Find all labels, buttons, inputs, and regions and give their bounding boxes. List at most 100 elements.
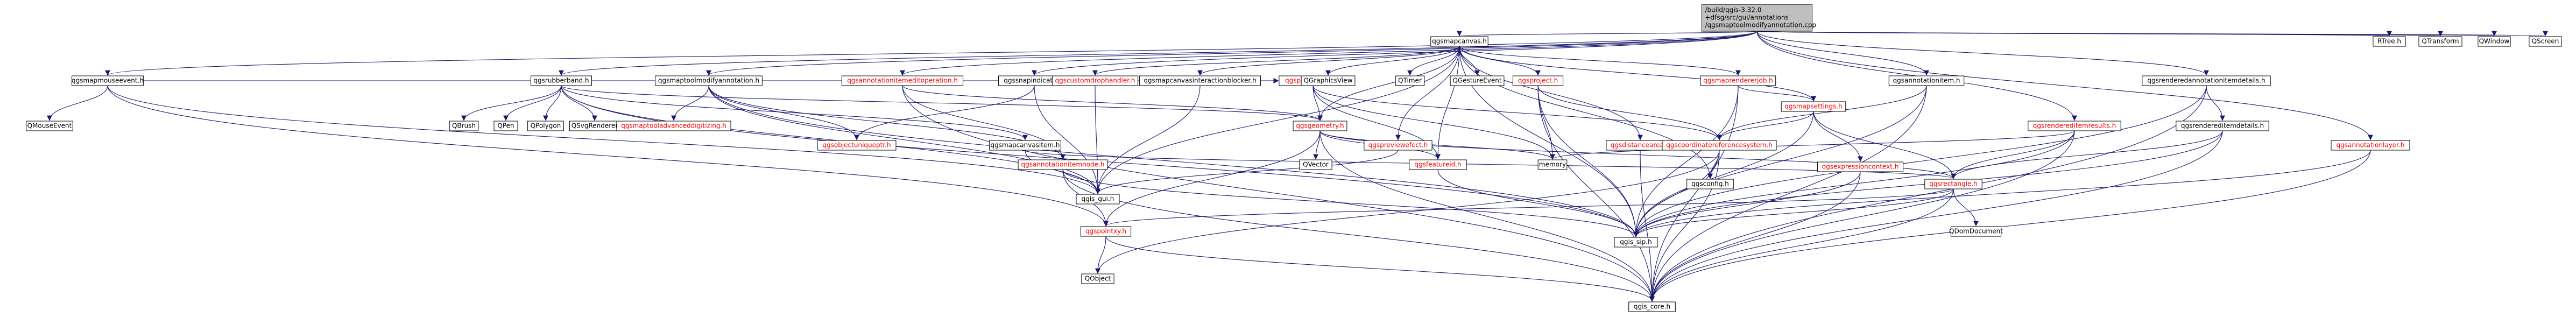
node-qgsgeometry[interactable]: qgsgeometry.h: [1293, 121, 1347, 131]
node-qgsproject[interactable]: qgsproject.h: [1512, 75, 1564, 86]
edge-qgssnapindicator-to-qgis_gui: [1034, 85, 1100, 194]
node-qdomdocument[interactable]: QDomDocument: [1949, 226, 2003, 237]
node-qobject[interactable]: QObject: [1081, 273, 1114, 284]
node-label: qgsmapcanvasinteractionblocker.h: [1144, 77, 1256, 84]
node-qwindow[interactable]: QWindow: [2478, 36, 2511, 47]
edge-qgsannotationitem-to-qgis_sip: [1633, 85, 1927, 237]
node-qgsrectangle[interactable]: qgsrectangle.h: [1924, 179, 1982, 189]
node-label: qgscustomdrophandler.h: [1055, 77, 1135, 84]
node-qscreen[interactable]: QScreen: [2529, 36, 2562, 47]
node-memory[interactable]: memory: [1537, 159, 1568, 170]
node-label: QDomDocument: [1949, 228, 2003, 235]
node-box: [1700, 75, 1776, 86]
node-box: [616, 121, 731, 131]
edge-qgsrendereditemresults-to-memory: [1550, 130, 2075, 160]
node-qgsmapcanvas[interactable]: qgsmapcanvas.h: [1430, 36, 1488, 47]
node-qgsmaprendererjob[interactable]: qgsmaprendererjob.h: [1700, 75, 1776, 86]
edge-root-to-qgsmapmouseevent: [105, 31, 1758, 76]
node-label: qgsannotationitemnode.h: [1021, 161, 1105, 168]
node-qgsmapcanvasinteractionblocker[interactable]: qgsmapcanvasinteractionblocker.h: [1139, 75, 1261, 86]
node-qbrush[interactable]: QBrush: [449, 121, 479, 131]
node-box: [531, 75, 592, 86]
node-qgsmaptoolmodifyannotation[interactable]: qgsmaptoolmodifyannotation.h: [655, 75, 763, 86]
edge-qgspointxy-to-qobject: [1095, 236, 1106, 274]
edge-qgsrendereditemdetails-to-qgis_core: [1649, 130, 2223, 302]
node-label: RTree.h: [2377, 38, 2401, 45]
edge-qgsannotationitemnode-to-qgis_sip: [1062, 169, 1639, 237]
edge-qgsannotationitemeditoperation-to-qgis_core: [902, 85, 1655, 302]
edge-qgsmapcanvas-to-qgsgeometry: [1317, 46, 1460, 121]
edge-qgsrenderedannotationitemdetails-to-qgis_sip: [1633, 85, 2207, 237]
node-box: [1081, 273, 1114, 284]
edge-qgsrubberband-to-qgis_gui: [561, 85, 1100, 194]
node-qgis_sip[interactable]: qgis_sip.h: [1614, 237, 1658, 248]
edge-qgsmapcanvas-to-qgsdistancearea: [1459, 46, 1643, 140]
node-qmouseevent[interactable]: QMouseEvent: [26, 121, 73, 131]
node-qgestureevent[interactable]: QGestureEvent: [1450, 75, 1505, 86]
node-qgsannotationitemnode[interactable]: qgsannotationitemnode.h: [1018, 159, 1108, 170]
edge-qgsrubberband-to-qpolygon: [543, 85, 562, 121]
node-qgspointxy[interactable]: qgspointxy.h: [1080, 226, 1132, 237]
node-qgsannotationitem[interactable]: qgsannotationitem.h: [1888, 75, 1965, 86]
node-qsvgrenderer[interactable]: QSvgRenderer: [569, 121, 620, 131]
node-qgraphicsview[interactable]: QGraphicsView: [1301, 75, 1356, 86]
node-qgis_core[interactable]: qgis_core.h: [1628, 301, 1676, 312]
node-label: qgspreviewefect.h: [1368, 142, 1428, 149]
node-qgsrendereditemdetails[interactable]: qgsrendereditemdetails.h: [2176, 121, 2269, 131]
node-box: [1817, 161, 1904, 172]
node-qgsdistancearea[interactable]: qgsdistancearea.h: [1606, 140, 1675, 151]
edge-qgsrubberband-to-qbrush: [461, 85, 562, 121]
node-label: QGraphicsView: [1304, 77, 1353, 84]
node-box: [1628, 301, 1676, 312]
node-qgis_gui[interactable]: qgis_gui.h: [1076, 194, 1120, 205]
node-qgsmapsettings[interactable]: qgsmapsettings.h: [1781, 101, 1846, 112]
node-qvector[interactable]: QVector: [1299, 159, 1332, 170]
node-qgsmaptooladvanceddigitizing[interactable]: qgsmaptooladvanceddigitizing.h: [616, 121, 731, 131]
node-box: [72, 75, 144, 86]
node-qgspreviewefect[interactable]: qgspreviewefect.h: [1364, 140, 1432, 151]
node-label: qgsobjectuniqueptr.h: [822, 142, 891, 149]
node-box: [841, 75, 964, 86]
node-box: [1614, 237, 1658, 248]
node-label: qgsrendereditemdetails.h: [2181, 122, 2264, 130]
edge-qgsrendereditemresults-to-qgis_sip: [1633, 130, 2075, 237]
node-qpen[interactable]: QPen: [493, 121, 518, 131]
node-qgsmapmouseevent[interactable]: qgsmapmouseevent.h: [72, 75, 144, 86]
node-qgsannotationlayer[interactable]: qgsannotationlayer.h: [2331, 140, 2410, 151]
node-qgsfeatureid[interactable]: qgsfeatureid.h: [1409, 159, 1467, 170]
node-label: qgsrectangle.h: [1929, 180, 1978, 188]
node-box: [1662, 140, 1777, 151]
node-qgsrendereditemresults[interactable]: qgsrendereditemresults.h: [2028, 121, 2121, 131]
node-qpolygon[interactable]: QPolygon: [527, 121, 564, 131]
node-qgsconfig[interactable]: qgsconfig.h: [1686, 179, 1734, 189]
node-qgscustomdrophandler[interactable]: qgscustomdrophandler.h: [1051, 75, 1139, 86]
node-box: [1950, 226, 2002, 237]
edge-qgsannotationlayer-to-qgis_core: [1649, 150, 2371, 302]
node-label: QPen: [497, 122, 514, 130]
node-qgsmapcanvasitem[interactable]: qgsmapcanvasitem.h: [989, 140, 1061, 151]
node-qgsobjectuniqueptr[interactable]: qgsobjectuniqueptr.h: [817, 140, 897, 151]
node-label: qgsrubberband.h: [533, 77, 589, 84]
node-qgscoordinatereferencesystem[interactable]: qgscoordinatereferencesystem.h: [1662, 140, 1777, 151]
node-box: [2478, 36, 2511, 47]
node-label: qgsannotationitem.h: [1893, 77, 1960, 84]
node-box: [1018, 159, 1108, 170]
node-qgsrubberband[interactable]: qgsrubberband.h: [531, 75, 592, 86]
node-label: qgspointxy.h: [1085, 228, 1126, 235]
edge-qgsmapcanvasitem-to-qgis_gui: [1025, 150, 1100, 194]
node-box: [2418, 36, 2462, 47]
node-box: [1409, 159, 1467, 170]
node-qtimer[interactable]: QTimer: [1395, 75, 1425, 86]
node-qgsexpressioncontext[interactable]: qgsexpressioncontext.h: [1817, 161, 1904, 172]
edge-qgsfeatureid-to-qgis_sip: [1437, 169, 1639, 237]
node-qgsannotationitemeditoperation[interactable]: qgsannotationitemeditoperation.h: [841, 75, 964, 86]
node-label: qgis_sip.h: [1620, 238, 1652, 246]
node-rtree[interactable]: RTree.h: [2373, 36, 2406, 47]
node-box: [1051, 75, 1139, 86]
node-box: [1139, 75, 1261, 86]
node-qgsrenderedannotationitemdetails[interactable]: qgsrenderedannotationitemdetails.h: [2142, 75, 2271, 86]
node-box: [1924, 179, 1982, 189]
nodes-layer: /build/qgis-3.32.0+dfsg/src/gui/annotati…: [26, 4, 2562, 312]
node-qtransform[interactable]: QTransform: [2418, 36, 2462, 47]
node-box: [989, 140, 1061, 151]
